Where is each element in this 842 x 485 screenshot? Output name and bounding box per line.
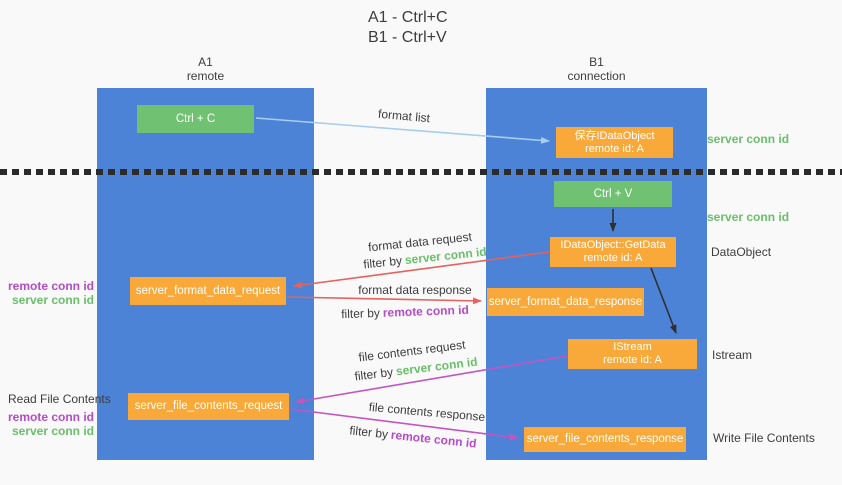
remote-conn-id-text: remote conn id <box>390 427 478 451</box>
lane-header-a1: A1 remote <box>97 55 314 83</box>
filter-by-text: filter by <box>353 364 394 384</box>
lane-b1-title: B1 <box>589 55 604 69</box>
node-server-format-data-request: server_format_data_request <box>130 277 286 305</box>
node-save-idataobject: 保存IDataObject remote id: A <box>556 127 673 158</box>
title-line-1: A1 - Ctrl+C <box>368 9 448 26</box>
filter-by-text: filter by <box>340 305 381 322</box>
lane-a1-subtitle: remote <box>186 69 225 83</box>
node-idataobject-getdata: IDataObject::GetData remote id: A <box>550 237 676 267</box>
lane-a1-title: A1 <box>198 55 213 69</box>
node-server-file-contents-request: server_file_contents_request <box>128 393 289 420</box>
node-server-format-data-response: server_format_data_response <box>487 288 644 316</box>
node-ctrl-c-label: Ctrl + C <box>175 112 216 125</box>
node-save-idataobject-line1: 保存IDataObject <box>574 129 655 142</box>
side-label-server-conn-id-2: server conn id <box>707 210 790 224</box>
filter-by-text: filter by <box>362 253 403 272</box>
node-idataobject-getdata-line1: IDataObject::GetData <box>560 239 666 251</box>
side-label-server-conn-id-1: server conn id <box>707 132 790 146</box>
side-label-write-file-contents: Write File Contents <box>713 431 815 445</box>
remote-conn-id-text: remote conn id <box>382 302 470 320</box>
side-label-istream: Istream <box>712 348 753 362</box>
left-remote-conn-id-1: remote conn id <box>7 279 94 293</box>
node-server-file-contents-request-label: server_file_contents_request <box>134 400 283 412</box>
left-remote-conn-id-2: remote conn id <box>7 410 94 424</box>
node-ctrl-v: Ctrl + V <box>554 181 672 207</box>
lane-b1-subtitle: connection <box>567 69 626 83</box>
title-line-2: B1 - Ctrl+V <box>368 29 447 46</box>
left-conn-id-pair-1: remote conn id server conn id <box>0 279 94 307</box>
node-ctrl-v-label: Ctrl + V <box>593 187 633 200</box>
dashed-separator-line <box>0 169 842 175</box>
node-server-file-contents-response: server_file_contents_response <box>524 427 686 452</box>
edge-label-file-contents-response: file contents response <box>368 399 486 425</box>
node-server-format-data-request-label: server_format_data_request <box>135 284 281 297</box>
left-server-conn-id-1: server conn id <box>11 293 94 307</box>
arrow-format-data-response <box>286 296 482 305</box>
node-server-format-data-response-label: server_format_data_response <box>488 295 643 308</box>
left-server-conn-id-2: server conn id <box>11 424 94 438</box>
side-label-dataobject: DataObject <box>711 245 772 259</box>
lane-header-b1: B1 connection <box>486 55 707 83</box>
node-server-file-contents-response-label: server_file_contents_response <box>526 433 684 445</box>
node-ctrl-c: Ctrl + C <box>137 105 254 133</box>
diagram-title: A1 - Ctrl+C B1 - Ctrl+V <box>368 8 448 48</box>
filter-by-text: filter by <box>348 423 389 442</box>
node-save-idataobject-line2: remote id: A <box>585 142 644 155</box>
edge-label-format-data-response: format data response <box>358 283 472 297</box>
left-conn-id-pair-2: remote conn id server conn id <box>0 410 94 438</box>
node-istream-line1: IStream <box>613 341 652 353</box>
side-label-read-file-contents: Read File Contents <box>8 392 111 406</box>
node-istream: IStream remote id: A <box>568 339 697 369</box>
edge-label-format-list: format list <box>377 106 431 126</box>
node-idataobject-getdata-line2: remote id: A <box>583 252 643 264</box>
node-istream-line2: remote id: A <box>603 354 662 366</box>
